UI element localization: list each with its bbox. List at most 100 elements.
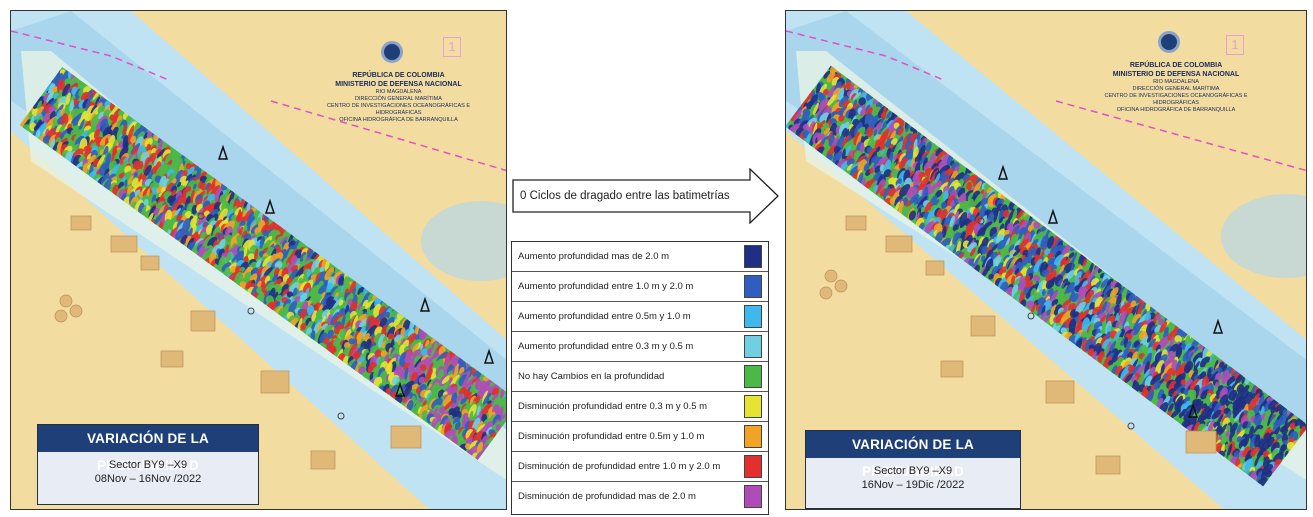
depth-change-patch bbox=[1051, 299, 1059, 306]
info-details: Sector BY9 –X9 16Nov – 19Dic /2022 bbox=[806, 458, 1020, 508]
depth-change-patch bbox=[472, 430, 485, 443]
depth-change-patch bbox=[1199, 356, 1211, 368]
depth-change-patch bbox=[403, 328, 411, 337]
depth-change-patch bbox=[116, 124, 124, 139]
bathymetry-strip bbox=[786, 65, 1306, 487]
depth-change-patch bbox=[1203, 407, 1214, 421]
depth-change-patch bbox=[947, 177, 955, 189]
depth-change-patch bbox=[1209, 370, 1219, 383]
buoy-icon bbox=[1047, 208, 1059, 224]
depth-change-patch bbox=[997, 262, 1004, 270]
depth-change-patch bbox=[221, 262, 232, 272]
depth-change-patch bbox=[813, 122, 818, 136]
depth-change-patch bbox=[420, 364, 427, 372]
depth-change-patch bbox=[311, 258, 320, 273]
depth-change-patch bbox=[380, 350, 388, 358]
depth-change-patch bbox=[942, 225, 947, 238]
depth-change-patch bbox=[327, 329, 334, 339]
depth-change-patch bbox=[1026, 300, 1035, 309]
depth-change-patch bbox=[841, 135, 850, 147]
info-box-left: VARIACIÓN DE LA PROFUNDIDAD Sector BY9 –… bbox=[37, 424, 259, 505]
depth-change-patch bbox=[127, 118, 136, 127]
depth-change-patch bbox=[349, 280, 357, 294]
depth-change-patch bbox=[69, 99, 74, 115]
depth-change-patch bbox=[186, 166, 195, 177]
depth-change-patch bbox=[913, 138, 918, 151]
depth-change-patch bbox=[1120, 365, 1131, 380]
depth-change-patch bbox=[1233, 408, 1240, 419]
depth-change-patch bbox=[482, 392, 491, 407]
depth-change-patch bbox=[500, 388, 505, 399]
depth-change-patch bbox=[867, 172, 876, 182]
depth-change-patch bbox=[1214, 381, 1220, 388]
depth-change-patch bbox=[247, 253, 256, 261]
depth-change-patch bbox=[193, 183, 197, 190]
depth-change-patch bbox=[263, 239, 271, 250]
depth-change-patch bbox=[418, 376, 426, 384]
depth-change-patch bbox=[1075, 301, 1086, 314]
bathymetry-strip bbox=[19, 66, 506, 461]
depth-change-patch bbox=[110, 163, 121, 177]
colombia-emblem-icon bbox=[381, 41, 403, 63]
header-ministry: MINISTERIO DE DEFENSA NACIONAL bbox=[335, 81, 462, 88]
boundary-line-right bbox=[1055, 100, 1306, 172]
land-features bbox=[54, 212, 422, 470]
depth-change-patch bbox=[1012, 289, 1021, 301]
depth-change-patch bbox=[1215, 373, 1222, 381]
depth-change-patch bbox=[175, 169, 184, 184]
depth-change-patch bbox=[1156, 397, 1164, 409]
depth-change-patch bbox=[324, 259, 330, 271]
depth-change-patch bbox=[52, 117, 58, 127]
legend-label: Aumento profundidad mas de 2.0 m bbox=[518, 251, 670, 262]
header-directorate: DIRECCIÓN GENERAL MARÍTIMA bbox=[355, 96, 442, 102]
depth-change-patch bbox=[1008, 244, 1015, 253]
depth-change-patch bbox=[916, 211, 920, 224]
depth-change-patch bbox=[818, 98, 830, 111]
depth-change-patch bbox=[208, 217, 216, 225]
depth-change-patch bbox=[432, 408, 439, 416]
depth-change-patch bbox=[1262, 450, 1270, 458]
depth-change-patch bbox=[1223, 363, 1228, 373]
depth-change-patch bbox=[1105, 301, 1111, 314]
depth-change-patch bbox=[832, 151, 843, 164]
depth-change-patch bbox=[254, 231, 263, 240]
depth-change-patch bbox=[991, 243, 999, 252]
depth-change-patch bbox=[886, 111, 892, 119]
depth-change-patch bbox=[1040, 240, 1049, 250]
depth-change-patch bbox=[790, 110, 799, 122]
depth-change-patch bbox=[1241, 376, 1245, 385]
depth-change-patch bbox=[249, 273, 258, 283]
depth-change-patch bbox=[1042, 315, 1051, 324]
depth-change-patch bbox=[812, 102, 819, 116]
depth-change-patch bbox=[295, 265, 305, 278]
depth-change-patch bbox=[52, 86, 58, 93]
depth-change-patch bbox=[453, 363, 460, 378]
depth-change-patch bbox=[412, 343, 419, 352]
buoy-icon bbox=[394, 381, 406, 397]
depth-change-patch bbox=[918, 153, 929, 166]
depth-change-patch bbox=[1032, 231, 1043, 242]
depth-change-patch bbox=[374, 349, 382, 359]
depth-change-patch bbox=[165, 182, 174, 194]
depth-change-patch bbox=[879, 131, 887, 145]
depth-change-patch bbox=[908, 210, 916, 221]
depth-change-patch bbox=[132, 160, 141, 171]
legend-label: Aumento profundidad entre 0.3 m y 0.5 m bbox=[518, 341, 694, 352]
depth-change-patch bbox=[1111, 349, 1123, 363]
depth-change-patch bbox=[311, 310, 318, 322]
depth-change-patch bbox=[412, 349, 421, 359]
legend-row: Aumento profundidad entre 0.3 m y 0.5 m bbox=[512, 332, 768, 362]
depth-change-patch bbox=[1219, 436, 1229, 446]
depth-change-patch bbox=[924, 221, 935, 234]
depth-change-patch bbox=[1033, 258, 1043, 273]
depth-change-patch bbox=[417, 406, 422, 414]
legend-swatch bbox=[744, 425, 762, 448]
depth-change-patch bbox=[469, 410, 474, 421]
depth-change-patch bbox=[883, 169, 892, 178]
depth-change-patch bbox=[265, 295, 274, 304]
depth-change-patch bbox=[144, 209, 151, 219]
depth-change-patch bbox=[1038, 300, 1047, 312]
legend-swatch bbox=[744, 485, 762, 508]
depth-change-patch bbox=[204, 174, 215, 186]
depth-change-patch bbox=[826, 94, 837, 107]
